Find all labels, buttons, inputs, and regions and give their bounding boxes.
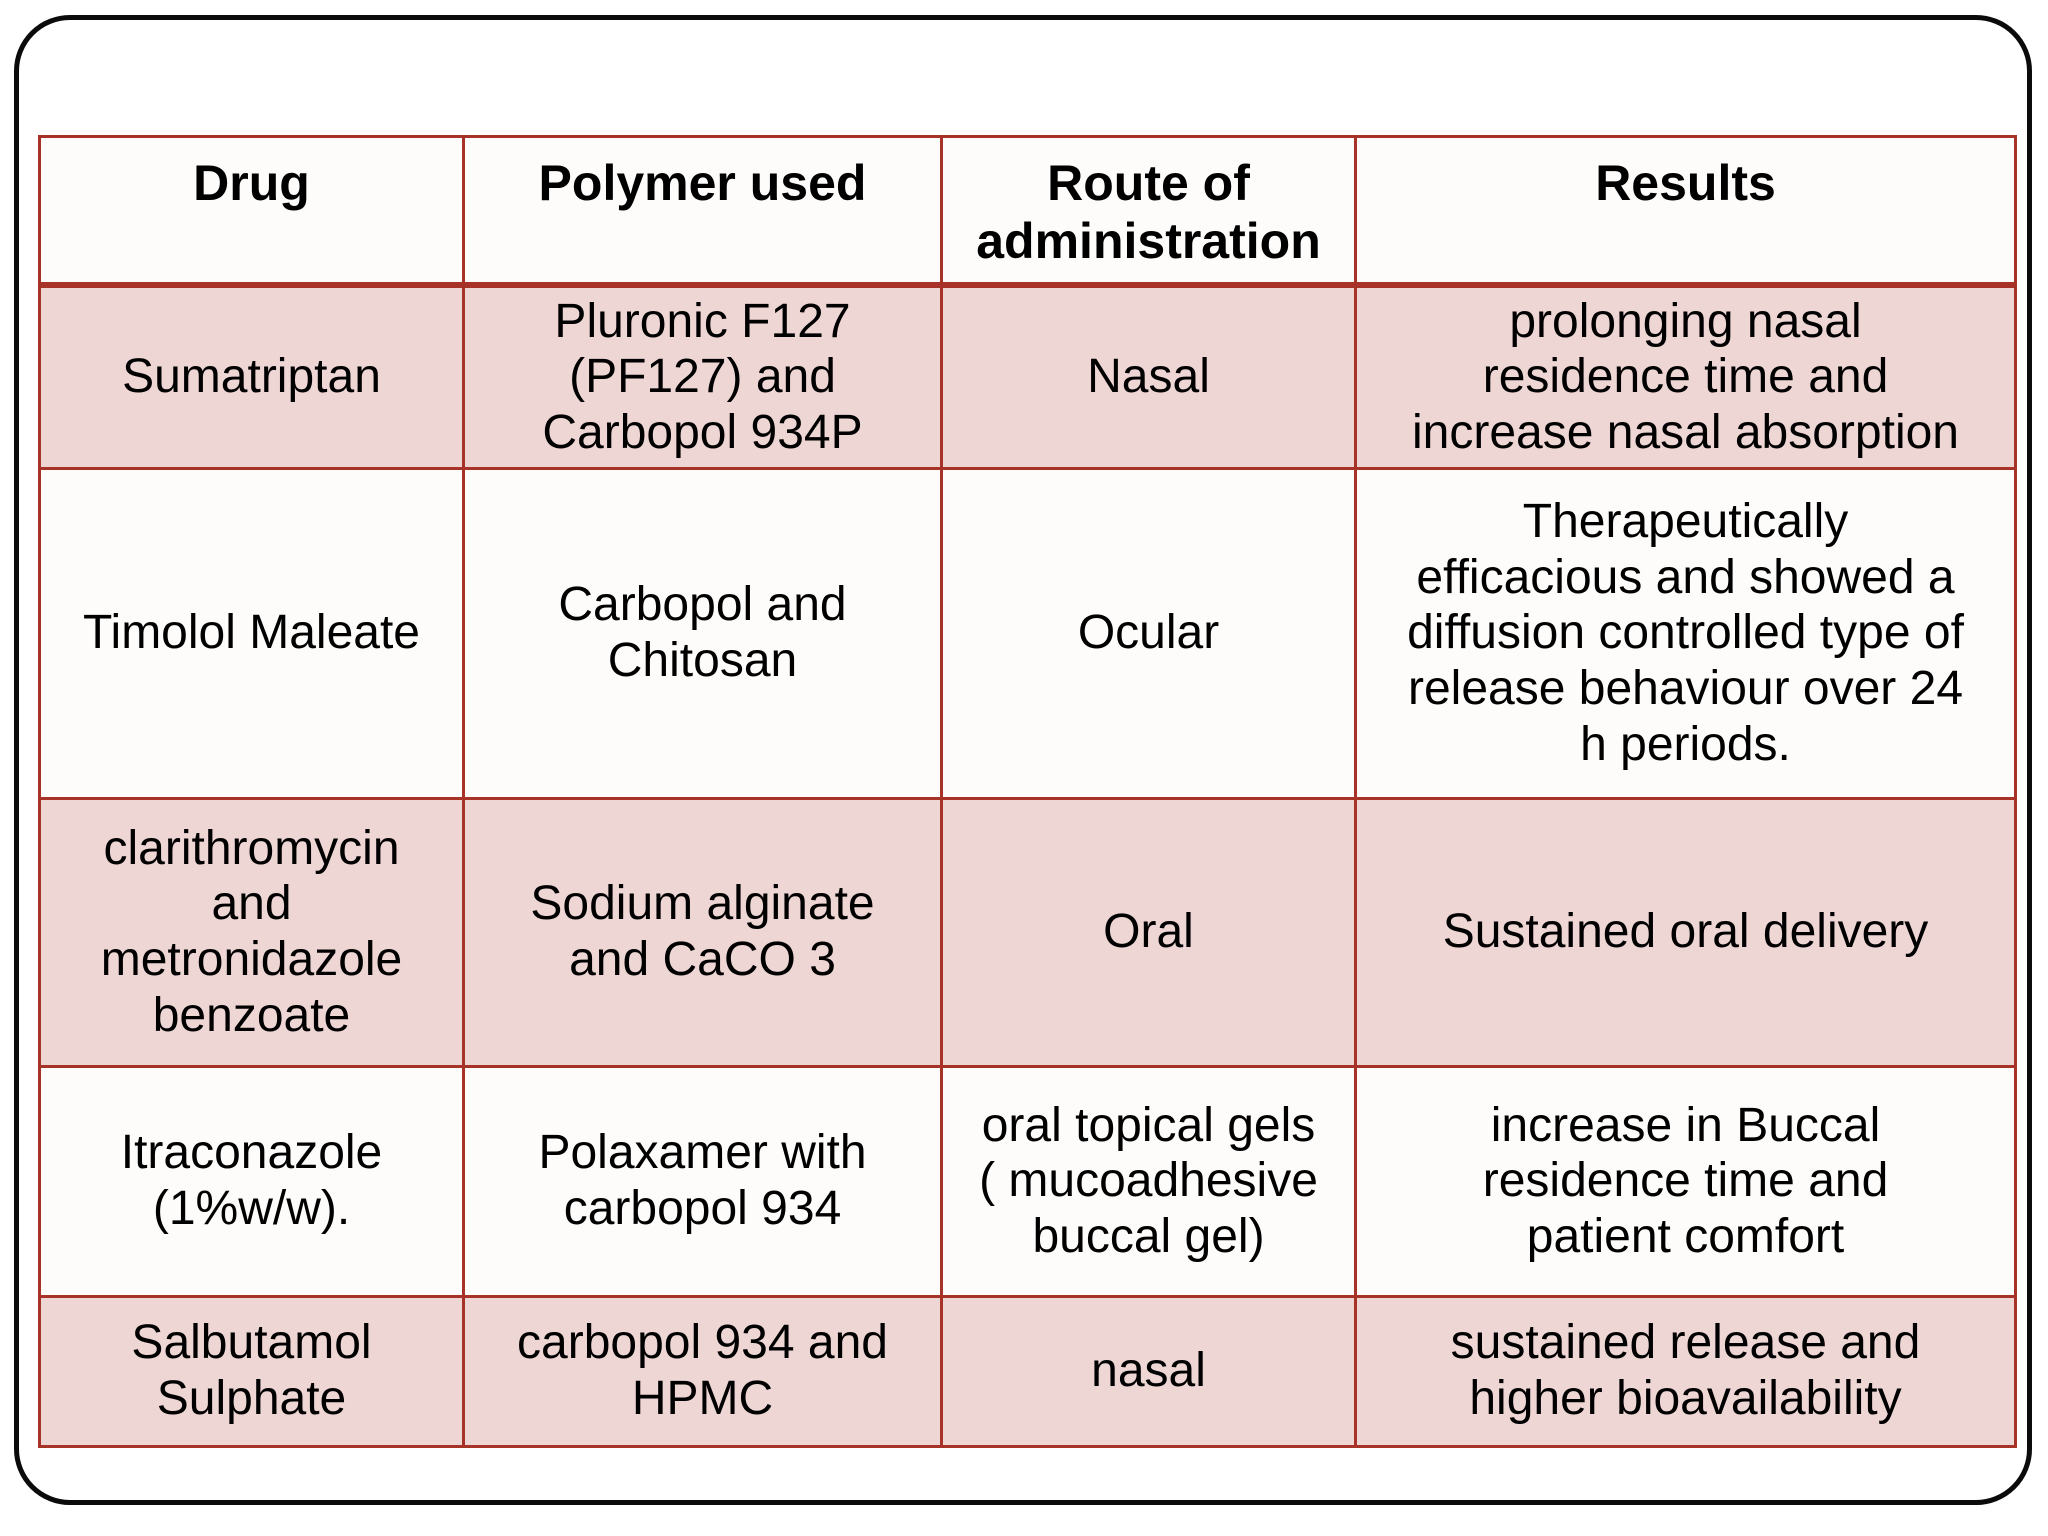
- cell-drug: Sumatriptan: [38, 283, 465, 470]
- cell-route-text: Ocular: [1077, 606, 1220, 660]
- column-header-drug: Drug: [38, 135, 465, 288]
- cell-polymer: Pluronic F127 (PF127) and Carbopol 934P: [462, 283, 943, 470]
- cell-drug-text: Salbutamol Sulphate: [131, 1316, 372, 1426]
- cell-route: Oral: [940, 796, 1357, 1068]
- table-header-row: Drug Polymer used Route of administratio…: [38, 135, 2017, 288]
- cell-route: Nasal: [940, 283, 1357, 470]
- table-row: Itraconazole (1%w/w). Polaxamer with car…: [38, 1064, 2017, 1298]
- cell-results-text: increase in Buccal residence time and pa…: [1482, 1098, 1889, 1263]
- cell-route-text: Oral: [1103, 905, 1194, 959]
- cell-route-text: nasal: [1091, 1344, 1206, 1398]
- column-header-results-label: Results: [1595, 155, 1776, 211]
- cell-results-text: Sustained oral delivery: [1442, 905, 1929, 959]
- cell-polymer: Carbopol and Chitosan: [462, 466, 943, 800]
- table-body: Sumatriptan Pluronic F127 (PF127) and Ca…: [38, 283, 2017, 1448]
- column-header-polymer-used: Polymer used: [462, 135, 943, 288]
- cell-polymer-text: Polaxamer with carbopol 934: [538, 1126, 867, 1236]
- cell-route-text: oral topical gels ( mucoadhesive buccal …: [979, 1098, 1318, 1263]
- cell-drug-text: Itraconazole (1%w/w).: [120, 1126, 383, 1236]
- cell-route: oral topical gels ( mucoadhesive buccal …: [940, 1064, 1357, 1298]
- cell-results-text: Therapeutically efficacious and showed a…: [1407, 494, 1964, 771]
- cell-results: prolonging nasal residence time and incr…: [1354, 283, 2017, 470]
- cell-polymer-text: Carbopol and Chitosan: [558, 578, 847, 688]
- cell-drug-text: Timolol Maleate: [82, 606, 420, 660]
- cell-drug: Salbutamol Sulphate: [38, 1294, 465, 1448]
- cell-drug: Timolol Maleate: [38, 466, 465, 800]
- cell-results: sustained release and higher bioavailabi…: [1354, 1294, 2017, 1448]
- cell-polymer-text: Sodium alginate and CaCO 3: [530, 877, 875, 987]
- cell-results: increase in Buccal residence time and pa…: [1354, 1064, 2017, 1298]
- cell-route-text: Nasal: [1087, 350, 1210, 404]
- drug-delivery-table: Drug Polymer used Route of administratio…: [38, 135, 2017, 1448]
- column-header-drug-label: Drug: [193, 155, 310, 211]
- cell-drug: clarithromycin and metronidazole benzoat…: [38, 796, 465, 1068]
- cell-results-text: sustained release and higher bioavailabi…: [1450, 1316, 1921, 1426]
- table-header: Drug Polymer used Route of administratio…: [38, 135, 2017, 288]
- cell-polymer: Polaxamer with carbopol 934: [462, 1064, 943, 1298]
- cell-results: Therapeutically efficacious and showed a…: [1354, 466, 2017, 800]
- cell-drug-text: clarithromycin and metronidazole benzoat…: [100, 821, 403, 1042]
- table-row: Timolol Maleate Carbopol and Chitosan Oc…: [38, 466, 2017, 800]
- cell-route: nasal: [940, 1294, 1357, 1448]
- column-header-route-label: Route of administration: [976, 155, 1321, 269]
- column-header-route-of-administration: Route of administration: [940, 135, 1357, 288]
- cell-results: Sustained oral delivery: [1354, 796, 2017, 1068]
- cell-drug: Itraconazole (1%w/w).: [38, 1064, 465, 1298]
- table-row: Salbutamol Sulphate carbopol 934 and HPM…: [38, 1294, 2017, 1448]
- cell-polymer-text: carbopol 934 and HPMC: [517, 1316, 888, 1426]
- cell-route: Ocular: [940, 466, 1357, 800]
- cell-drug-text: Sumatriptan: [122, 350, 381, 404]
- column-header-polymer-used-label: Polymer used: [538, 155, 867, 211]
- cell-results-text: prolonging nasal residence time and incr…: [1411, 294, 1959, 459]
- cell-polymer: Sodium alginate and CaCO 3: [462, 796, 943, 1068]
- column-header-results: Results: [1354, 135, 2017, 288]
- table-row: clarithromycin and metronidazole benzoat…: [38, 796, 2017, 1068]
- cell-polymer: carbopol 934 and HPMC: [462, 1294, 943, 1448]
- table-row: Sumatriptan Pluronic F127 (PF127) and Ca…: [38, 283, 2017, 470]
- cell-polymer-text: Pluronic F127 (PF127) and Carbopol 934P: [542, 294, 863, 459]
